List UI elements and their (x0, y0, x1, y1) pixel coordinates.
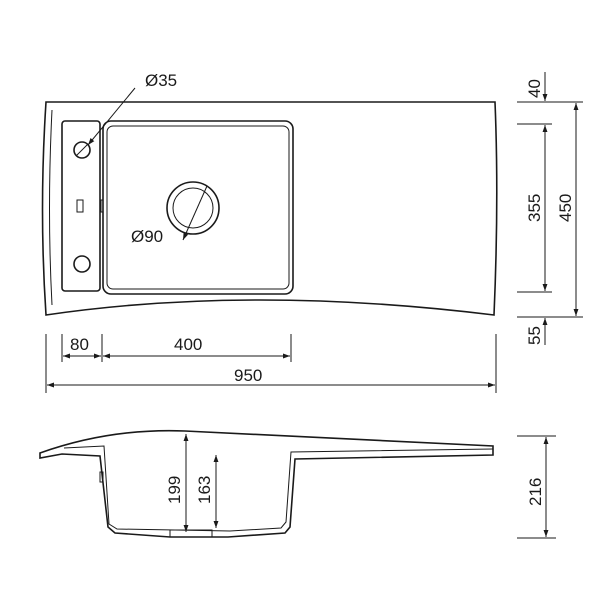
section-outer-profile (39, 429, 494, 538)
section-inner-profile (63, 445, 494, 532)
sink-bowl (102, 120, 294, 295)
tap-hole (73, 141, 91, 159)
tap-shelf (61, 120, 101, 292)
tap-hole-leader (87, 87, 136, 146)
sink-rim-line (49, 109, 53, 306)
dim-total-depth: 450 (556, 194, 575, 222)
dim-bowl-width: 400 (174, 335, 202, 354)
dim-inner-height: 163 (195, 476, 214, 504)
dim-total-height: 216 (526, 478, 545, 506)
horizontal-dimensions: 80 400 950 (45, 334, 497, 393)
section-drain (169, 529, 213, 538)
sink-outline (41, 101, 498, 316)
overflow-hole (73, 255, 91, 273)
vertical-dimensions: 40 355 450 55 (517, 72, 583, 345)
sink-section-view: 199 163 216 (39, 429, 556, 539)
tap-hole-label: Ø35 (145, 71, 177, 90)
sink-bowl-inner (106, 125, 290, 290)
drain-label: Ø90 (131, 227, 163, 246)
drain-leader (182, 185, 208, 241)
dim-top-edge: 40 (525, 79, 544, 98)
dim-front-edge: 55 (525, 326, 544, 345)
sink-top-view: Ø35 Ø90 (41, 71, 498, 316)
overflow-slot (76, 199, 84, 213)
dim-left-shelf: 80 (70, 335, 89, 354)
dim-bowl-depth: 355 (525, 194, 544, 222)
rim-mark (100, 199, 104, 213)
section-wall-mark (99, 471, 104, 483)
drain-hole (166, 181, 220, 235)
dim-total-width: 950 (234, 366, 262, 385)
dim-outer-height: 199 (165, 476, 184, 504)
